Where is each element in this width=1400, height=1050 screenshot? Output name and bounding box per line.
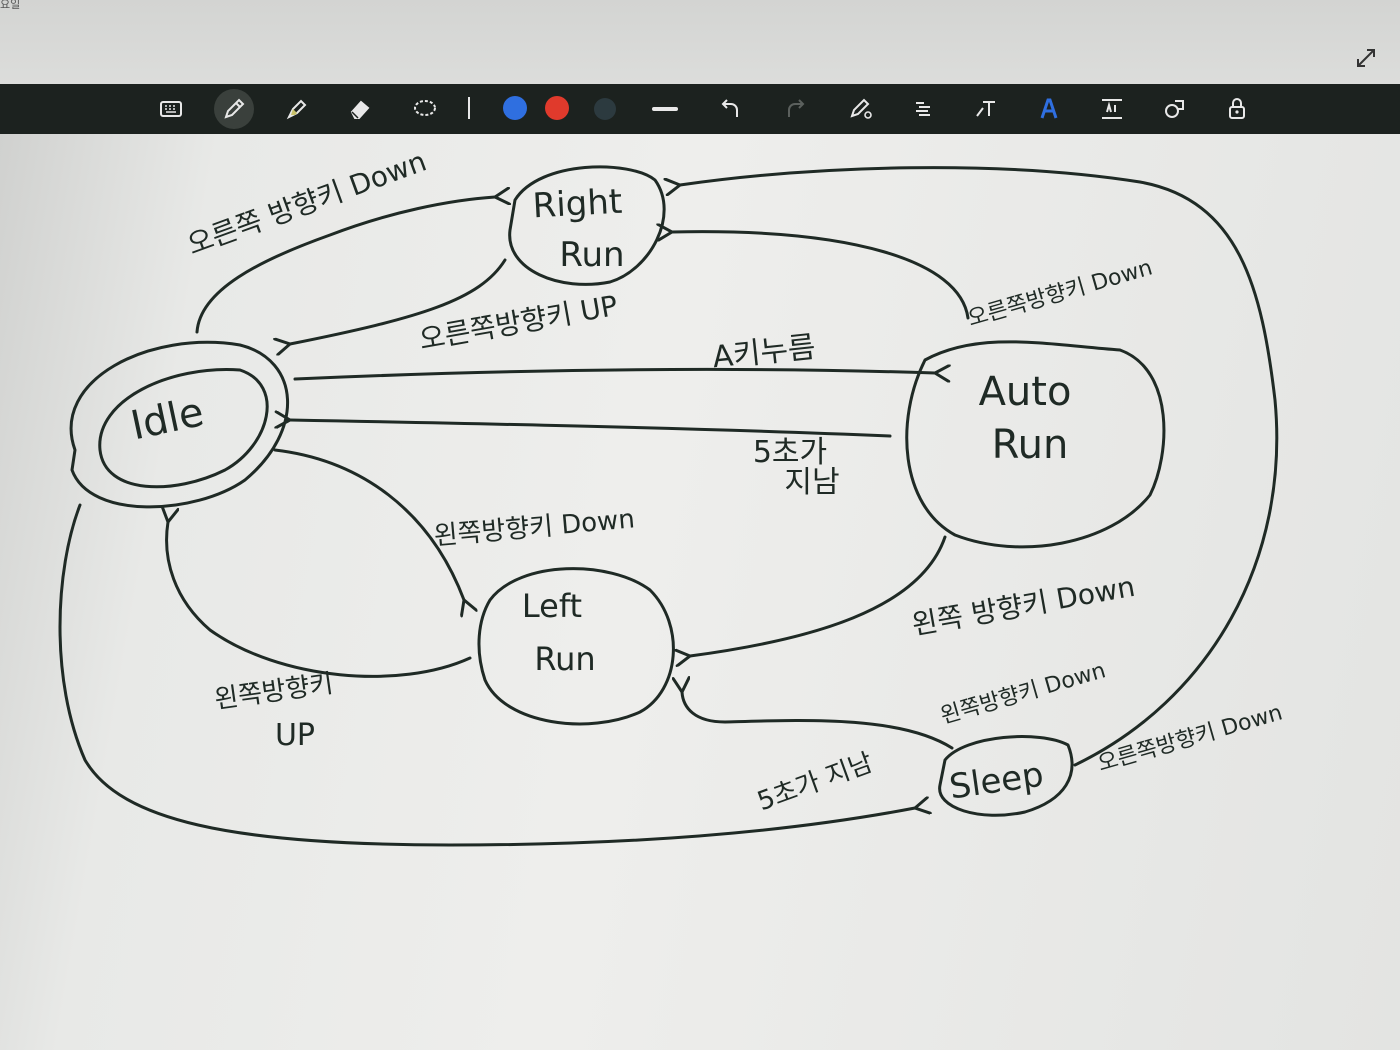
device-top-bezel: [0, 0, 1400, 84]
arrow-auto-to-idle: [290, 420, 892, 438]
keyboard-icon[interactable]: [151, 89, 191, 129]
arrow-sleep-to-right: [680, 166, 1279, 767]
label-sleep-to-left: 왼쪽방향키 Down: [938, 658, 1109, 729]
blue-color-swatch[interactable]: [503, 96, 527, 120]
dark-color-swatch[interactable]: [585, 89, 625, 129]
label-right-to-idle: 오른쪽방향키 UP: [417, 289, 621, 356]
arrow-auto-to-left: [690, 535, 947, 656]
pen-settings-icon[interactable]: [841, 89, 881, 129]
label-auto-to-left: 왼쪽 방향키 Down: [909, 570, 1137, 642]
drawing-toolbar: [0, 84, 1400, 134]
toolbar-separator: [468, 97, 470, 119]
align-icon[interactable]: [903, 89, 943, 129]
stroke-width-icon[interactable]: [645, 89, 685, 129]
corner-text: 요일: [0, 0, 21, 11]
label-left-to-idle-line1: 왼쪽방향키: [213, 669, 336, 715]
highlighter-icon[interactable]: [277, 89, 317, 129]
expand-icon[interactable]: [1352, 44, 1380, 72]
state-idle-outer-ring: [69, 340, 290, 509]
label-idle-to-left: 왼쪽방향키 Down: [433, 504, 636, 551]
state-auto-run-circle: [905, 340, 1166, 549]
state-auto-run-label-line2: Run: [992, 422, 1069, 468]
state-sleep-circle: [938, 735, 1074, 817]
state-sleep-label: Sleep: [947, 755, 1046, 808]
label-left-to-idle-line2: UP: [275, 718, 315, 753]
red-color-swatch[interactable]: [545, 96, 569, 120]
state-auto-run-label-line1: Auto: [979, 369, 1072, 415]
arrow-auto-to-right: [672, 232, 970, 320]
text-style-icon[interactable]: [1029, 89, 1069, 129]
redo-icon[interactable]: [776, 89, 816, 129]
lasso-icon[interactable]: [405, 89, 445, 129]
state-left-run-label-line2: Run: [534, 640, 595, 678]
state-idle-inner-ring: [98, 368, 269, 489]
arrow-idle-to-sleep: [58, 503, 915, 847]
shapes-icon[interactable]: [1155, 89, 1195, 129]
state-right-run-label-line2: Run: [559, 235, 624, 275]
spacing-icon[interactable]: [1092, 89, 1132, 129]
arrow-right-to-idle: [290, 258, 507, 344]
arrow-idle-to-right: [195, 197, 495, 334]
pen-icon[interactable]: [214, 89, 254, 129]
arrow-idle-to-left: [273, 448, 464, 600]
label-auto-to-idle-line2: 지남: [784, 465, 839, 500]
label-auto-to-right: 오른쪽방향키 Down: [965, 255, 1155, 332]
label-sleep-to-right: 오른쪽방향키 Down: [1095, 700, 1285, 777]
state-right-run-label-line1: Right: [532, 182, 624, 227]
undo-icon[interactable]: [710, 89, 750, 129]
arrow-left-to-idle: [167, 522, 472, 678]
label-idle-to-sleep: 5초가 지남: [754, 748, 878, 817]
drawing-canvas[interactable]: [0, 134, 1400, 1050]
arrow-idle-to-auto: [293, 369, 935, 379]
state-left-run-circle: [477, 567, 675, 726]
state-left-run-label-line1: Left: [522, 587, 582, 625]
state-idle-label: Idle: [127, 389, 208, 449]
arrow-sleep-to-left: [682, 692, 954, 750]
eraser-icon[interactable]: [340, 89, 380, 129]
text-icon[interactable]: [966, 89, 1006, 129]
label-auto-to-idle-line1: 5초가: [753, 435, 827, 470]
lock-icon[interactable]: [1217, 89, 1257, 129]
